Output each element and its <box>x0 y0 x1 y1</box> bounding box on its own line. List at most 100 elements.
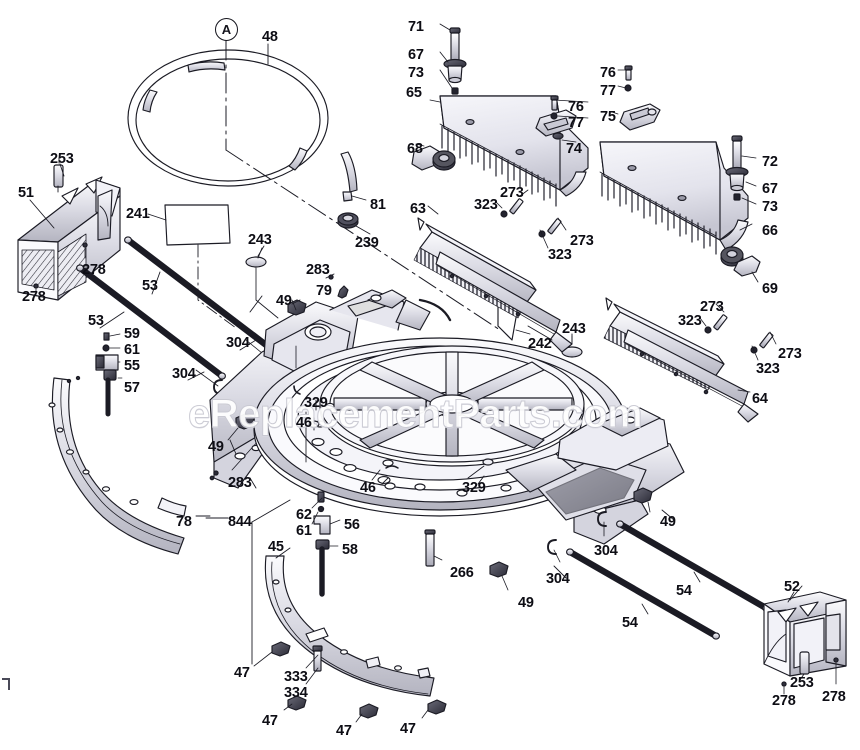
part-241-plate <box>164 204 231 246</box>
part-callout-69: 69 <box>762 281 778 297</box>
part-239-knob <box>337 212 359 229</box>
part-callout-49: 49 <box>208 439 224 455</box>
part-callout-304: 304 <box>172 366 196 382</box>
part-callout-47: 47 <box>234 665 250 681</box>
part-callout-54: 54 <box>676 583 692 599</box>
part-callout-63: 63 <box>410 201 426 217</box>
part-callout-273: 273 <box>778 346 802 362</box>
part-67-bushing-right <box>725 166 749 192</box>
part-66-fence <box>599 141 749 255</box>
part-callout-323: 323 <box>548 247 572 263</box>
part-callout-266: 266 <box>450 565 474 581</box>
part-81-lever <box>340 151 358 202</box>
part-callout-54: 54 <box>622 615 638 631</box>
part-callout-56: 56 <box>344 517 360 533</box>
part-callout-334: 334 <box>284 685 308 701</box>
part-53-rail-b <box>76 264 226 380</box>
part-callout-75: 75 <box>600 109 616 125</box>
part-callout-64: 64 <box>752 391 768 407</box>
part-callout-51: 51 <box>18 185 34 201</box>
part-callout-49: 49 <box>518 595 534 611</box>
part-callout-52: 52 <box>784 579 800 595</box>
part-48-ring <box>127 49 329 187</box>
part-callout-243: 243 <box>248 232 272 248</box>
part-69-block <box>720 246 761 277</box>
part-callout-253: 253 <box>50 151 74 167</box>
part-callout-304: 304 <box>546 571 570 587</box>
part-callout-71: 71 <box>408 19 424 35</box>
part-callout-47: 47 <box>262 713 278 729</box>
part-callout-49: 49 <box>660 514 676 530</box>
part-63-slide <box>413 217 573 353</box>
part-callout-323: 323 <box>474 197 498 213</box>
part-callout-47: 47 <box>400 721 416 737</box>
part-78-arc-plate <box>48 375 215 555</box>
part-callout-329: 329 <box>304 395 328 411</box>
part-callout-253: 253 <box>790 675 814 691</box>
part-54-rail-b <box>566 548 720 640</box>
part-callout-48: 48 <box>262 29 278 45</box>
part-77-washers <box>550 84 632 120</box>
part-51-bracket <box>17 176 121 301</box>
part-callout-73: 73 <box>408 65 424 81</box>
part-callout-68: 68 <box>407 141 423 157</box>
part-callout-79: 79 <box>316 283 332 299</box>
part-callout-62: 62 <box>296 507 312 523</box>
part-callout-47: 47 <box>336 723 352 739</box>
part-67-bushing <box>443 58 467 84</box>
part-callout-53: 53 <box>88 313 104 329</box>
turntable-spokes <box>319 345 585 467</box>
part-callout-55: 55 <box>124 358 140 374</box>
part-253-pad-right <box>799 651 810 675</box>
part-callout-65: 65 <box>406 85 422 101</box>
part-243-disc-a <box>245 256 267 268</box>
part-callout-283: 283 <box>228 475 252 491</box>
part-266-bolt <box>424 529 436 567</box>
part-253-pad <box>53 164 64 188</box>
part-main-base-casting <box>209 289 685 545</box>
part-callout-278: 278 <box>822 689 846 705</box>
part-callout-239: 239 <box>355 235 379 251</box>
part-72-bolt <box>731 135 743 170</box>
part-callout-77: 77 <box>568 115 584 131</box>
part-callout-273: 273 <box>500 185 524 201</box>
part-callout-61: 61 <box>124 342 140 358</box>
part-callout-278: 278 <box>22 289 46 305</box>
part-callout-273: 273 <box>700 299 724 315</box>
part-333-bolt <box>312 645 323 672</box>
fastener-stack-left <box>95 332 119 417</box>
part-callout-61: 61 <box>296 523 312 539</box>
part-callout-53: 53 <box>142 278 158 294</box>
part-callout-333: 333 <box>284 669 308 685</box>
part-callout-46: 46 <box>296 415 312 431</box>
part-callout-278: 278 <box>82 262 106 278</box>
part-53-rail-a <box>124 236 274 352</box>
part-54-rail-a <box>616 520 770 612</box>
part-callout-283: 283 <box>306 262 330 278</box>
part-71-bolt <box>449 27 461 62</box>
part-callout-304: 304 <box>226 335 250 351</box>
part-callout-58: 58 <box>342 542 358 558</box>
part-callout-241: 241 <box>126 206 150 222</box>
part-callout-77: 77 <box>600 83 616 99</box>
part-76-screws <box>550 65 633 111</box>
part-callout-74: 74 <box>566 141 582 157</box>
part-callout-45: 45 <box>268 539 284 555</box>
part-68-block <box>411 145 456 171</box>
part-callout-73: 73 <box>762 199 778 215</box>
part-73-pin <box>451 87 459 95</box>
part-callout-323: 323 <box>756 361 780 377</box>
part-callout-57: 57 <box>124 380 140 396</box>
part-callout-242: 242 <box>528 336 552 352</box>
part-callout-243: 243 <box>562 321 586 337</box>
part-64-slide <box>603 297 759 423</box>
part-callout-49: 49 <box>276 293 292 309</box>
section-marker-a: A <box>215 18 238 41</box>
part-callout-304: 304 <box>594 543 618 559</box>
part-callout-278: 278 <box>772 693 796 709</box>
part-callout-844: 844 <box>228 514 252 530</box>
part-callout-76: 76 <box>568 99 584 115</box>
part-callout-67: 67 <box>408 47 424 63</box>
